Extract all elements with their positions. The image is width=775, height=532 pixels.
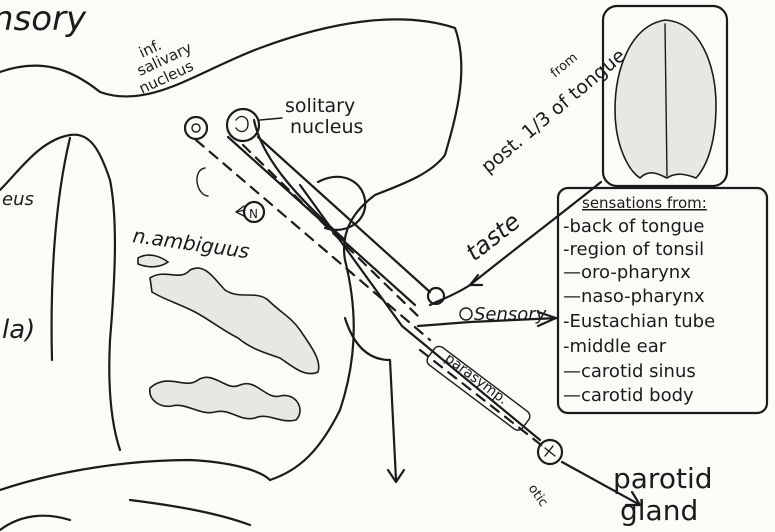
sensation-item-7: —carotid sinus <box>563 361 696 382</box>
parotid-label-2: gland <box>620 494 698 527</box>
parasympathetic-fibers <box>420 344 545 448</box>
from-label: from <box>548 50 581 81</box>
sensory-label: Sensory <box>474 304 547 325</box>
left-edge-label-1: eus <box>2 189 34 210</box>
parasymp-label: parasymp. <box>442 350 511 408</box>
taste-label: taste <box>460 207 525 266</box>
brainstem-outline <box>0 19 461 530</box>
tongue-illustration <box>603 6 727 186</box>
inf-salivary-nucleus <box>185 117 207 139</box>
sensation-item-4: —naso-pharynx <box>563 286 705 307</box>
sensation-item-3: —oro-pharynx <box>563 262 691 283</box>
sensations-box: sensations from: -back of tongue -region… <box>558 188 767 413</box>
sensation-item-8: —carotid body <box>563 385 694 406</box>
sensation-item-6: -middle ear <box>563 336 667 357</box>
left-edge-label-2: la) <box>2 315 35 345</box>
solitary-label-2: nucleus <box>290 116 363 138</box>
parotid-label-1: parotid <box>613 462 713 495</box>
sensation-item-5: -Eustachian tube <box>563 311 715 332</box>
corner-label-sensory: nsory <box>0 0 87 39</box>
olivary-nucleus-masses <box>138 255 319 421</box>
otic-label: otic <box>525 482 551 510</box>
sensation-item-2: -region of tonsil <box>563 239 704 260</box>
nucleus-ambiguus-letter: N <box>249 207 258 221</box>
sensation-item-1: -back of tongue <box>563 216 704 237</box>
sensations-heading: sensations from: <box>582 194 707 212</box>
nucleus-ambiguus: N <box>197 168 264 222</box>
solitary-label-1: solitary <box>285 95 355 117</box>
